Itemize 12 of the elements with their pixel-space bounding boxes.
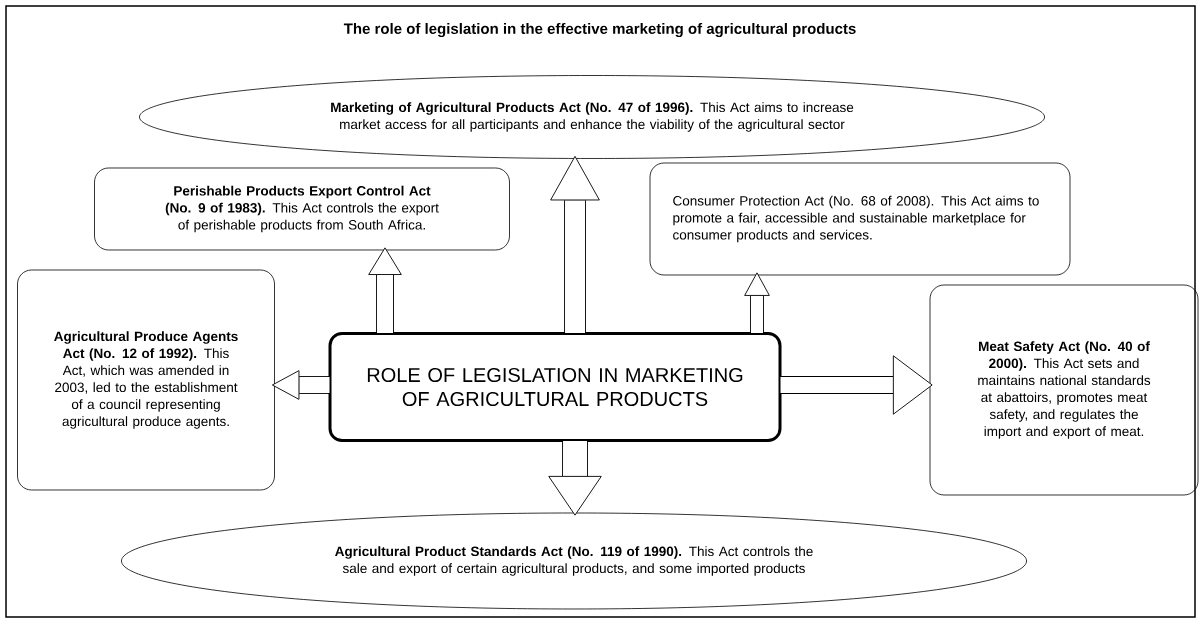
title: The role of legislation in the effective marketing of agricultural products	[343, 22, 856, 38]
central-box: ROLE OF LEGISLATION IN MARKETING OF AGRICULTURAL PRODUCTS	[328, 332, 782, 442]
block-arrow	[548, 441, 602, 516]
act-box: Consumer Protection Act (No. 68 of 2008). This Act aims to promote a fair, accessible and sustainable marketplace for consumer products and services.	[649, 162, 1071, 276]
act-box: Meat Safety Act (No. 40 of 2000). This Act sets and maintains national standards at abattoirs, promotes meat safety, and regulates the import and export of meat.	[929, 284, 1199, 496]
block-arrow	[368, 247, 402, 333]
act-box: Agricultural Produce Agents Act (No. 12 of 1992). This Act, which was amended in 2003, led to the establishment of a council representing agricultural produce agents.	[17, 269, 275, 491]
block-arrow	[550, 155, 600, 333]
block-arrow	[744, 272, 770, 333]
act-box: Perishable Products Export Control Act (No. 9 of 1983). This Act controls the export of perishable products from South Africa.	[94, 167, 510, 251]
block-arrow	[780, 355, 933, 415]
block-arrow	[271, 370, 330, 400]
